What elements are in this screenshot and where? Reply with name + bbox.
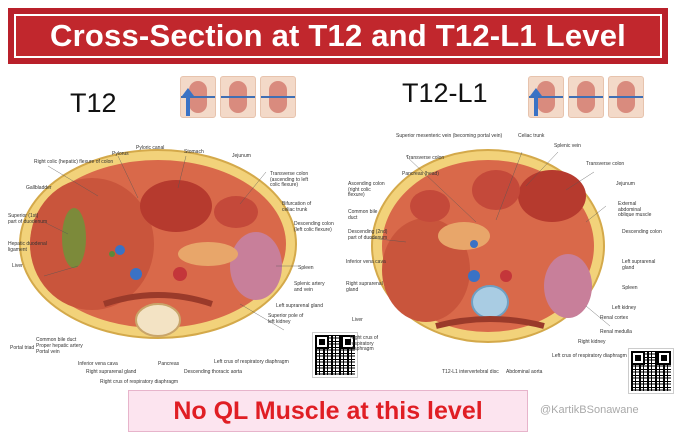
t12-label-right-colic-flexure: Right colic (hepatic) flexure of colon (34, 159, 114, 165)
bottom-note-banner: No QL Muscle at this level (128, 390, 528, 432)
t12-label-proper-hepatic-artery: Proper hepatic artery (36, 343, 83, 349)
t12-label-pylorus: Pylorus (112, 151, 129, 157)
qr-code-icon (312, 332, 358, 378)
t12-orientation-thumbnails (180, 76, 296, 118)
t12-label-portal-vein: Portal vein (36, 349, 60, 355)
t12-l1-label-external-oblique: External abdominal oblique muscle (618, 201, 652, 218)
t12-l1-label-jejunum: Jejunum (616, 181, 635, 187)
t12-label-transverse-colon: Transverse colon (ascending to left coli… (270, 171, 309, 188)
title-inner: Cross-Section at T12 and T12-L1 Level (14, 14, 662, 58)
t12-l1-label-spleen: Spleen (622, 285, 638, 291)
arrow-up-icon (182, 88, 194, 116)
title-banner: Cross-Section at T12 and T12-L1 Level (8, 8, 668, 64)
t12-label-celiac-bifurcation: Bifurcation of celiac trunk (282, 201, 312, 213)
arrow-up-icon (530, 88, 542, 116)
torso-thumbnail-3 (608, 76, 644, 118)
t12-l1-label-right-kidney: Right kidney (578, 339, 606, 345)
bottom-note: No QL Muscle at this level (173, 396, 483, 425)
t12-l1-label-left-kidney: Left kidney (612, 305, 637, 311)
t12-l1-label-celiac-trunk: Celiac trunk (518, 133, 545, 139)
t12-label-superior-pole-left-kidney: Superior pole of left kidney (268, 313, 304, 325)
torso-thumbnail-2 (220, 76, 256, 118)
t12-l1-label-splenic-vein: Splenic vein (554, 143, 581, 149)
t12-l1-label-abdominal-aorta: Abdominal aorta (506, 369, 543, 375)
t12-label-liver: Liver (12, 263, 23, 269)
torso-thumbnail-3 (260, 76, 296, 118)
torso-thumbnail-2 (568, 76, 604, 118)
t12-label-portal-triad: Portal triad (10, 345, 35, 351)
t12-l1-label-ivc: Inferior vena cava (346, 259, 386, 265)
t12-l1-label-right-crus: Right crus of respiratory diaphragm (350, 335, 379, 352)
t12-l1-label-ascending-colon: Ascending colon (right colic flexure) (348, 181, 385, 198)
t12-panel: T12 Right colic (hepatic) flex (8, 70, 358, 390)
t12-l1-cross-section-illustration (369, 149, 611, 343)
t12-label-stomach: Stomach (184, 149, 204, 155)
t12-l1-label-common-bile-duct: Common bile duct (348, 209, 378, 221)
t12-l1-label-descending-duodenum: Descending (2nd) part of duodenum (348, 229, 388, 241)
t12-l1-label-renal-medulla: Renal medulla (600, 329, 632, 335)
t12-l1-label-transverse-colon-1: Transverse colon (406, 155, 445, 161)
t12-label-descending-aorta: Descending thoracic aorta (184, 369, 243, 375)
t12-label-superior-duodenum: Superior (1st) part of duodenum (8, 213, 48, 225)
t12-l1-label-left-crus: Left crus of respiratory diaphragm (552, 353, 627, 359)
t12-label-gallbladder: Gallbladder (26, 185, 52, 191)
t12-label-splenic-artery-vein: Splenic artery and vein (294, 281, 325, 293)
t12-l1-orientation-thumbnails (528, 76, 644, 118)
t12-l1-label-descending-colon: Descending colon (622, 229, 662, 235)
t12-l1-level-label: T12-L1 (402, 78, 488, 108)
t12-label-left-suprarenal: Left suprarenal gland (276, 303, 323, 309)
t12-cross-section-illustration (19, 149, 298, 339)
qr-code-icon (628, 348, 674, 394)
t12-l1-panel: T12-L1 Superior mesenteric vein (becomin… (346, 70, 676, 394)
t12-l1-label-smv: Superior mesenteric vein (becoming porta… (396, 133, 503, 139)
t12-label-pyloric-canal: Pyloric canal (136, 145, 165, 151)
t12-label-descending-colon: Descending colon (left colic flexure) (294, 221, 334, 233)
t12-l1-label-liver: Liver (352, 317, 363, 323)
t12-l1-label-left-suprarenal: Left suprarenal gland (622, 259, 656, 271)
t12-l1-label-pancreas-head: Pancreas (head) (402, 171, 439, 177)
t12-l1-label-disc: T12-L1 intervertebral disc (442, 369, 499, 375)
t12-label-right-suprarenal: Right suprarenal gland (86, 369, 137, 375)
t12-label-spleen: Spleen (298, 265, 314, 271)
t12-label-pancreas: Pancreas (158, 361, 180, 367)
t12-level-label: T12 (70, 88, 117, 118)
t12-l1-label-right-suprarenal: Right suprarenal gland (346, 281, 383, 293)
t12-label-left-crus: Left crus of respiratory diaphragm (214, 359, 289, 365)
t12-label-common-bile-duct: Common bile duct (36, 337, 77, 343)
t12-l1-label-transverse-colon-2: Transverse colon (586, 161, 625, 167)
page-title: Cross-Section at T12 and T12-L1 Level (50, 18, 626, 53)
t12-l1-label-renal-cortex: Renal cortex (600, 315, 629, 321)
t12-label-hepatoduodenal-ligament: Hepatic duodenal ligament (8, 241, 47, 253)
t12-label-right-crus: Right crus of respiratory diaphragm (100, 379, 179, 385)
watermark-handle: @KartikBSonawane (540, 404, 639, 416)
t12-label-inferior-vena-cava: Inferior vena cava (78, 361, 118, 367)
t12-label-jejunum: Jejunum (232, 153, 251, 159)
